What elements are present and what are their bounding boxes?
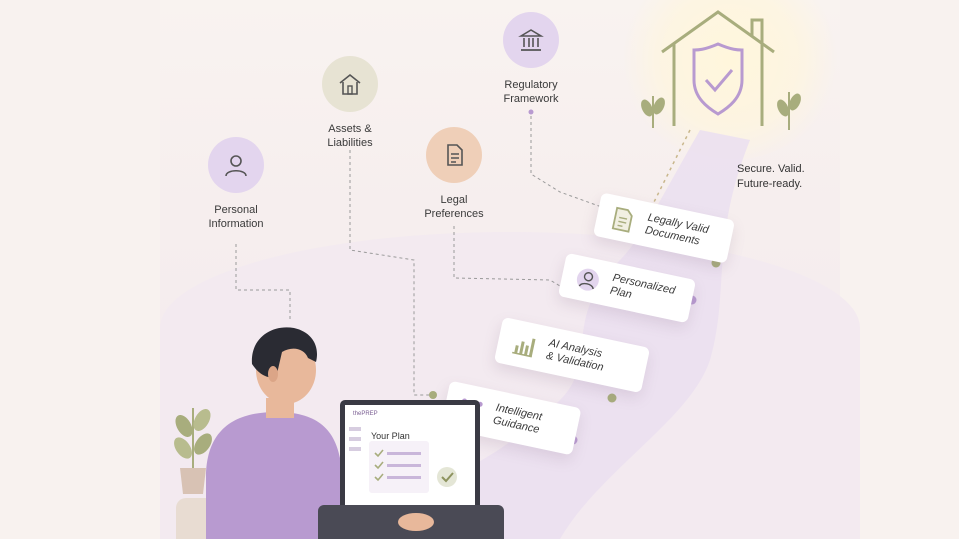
card-label: Personalized Plan: [608, 271, 677, 301]
node-assets-liabilities: Assets & Liabilities: [290, 56, 410, 150]
card-label: Intelligent Guidance: [491, 401, 544, 436]
house-shield-icon: [661, 10, 775, 126]
bank-icon: [503, 12, 559, 68]
node-regulatory-framework: Regulatory Framework: [471, 12, 591, 106]
house-glow: [620, 0, 840, 160]
potted-plant-icon: [174, 408, 212, 494]
path-dot: [607, 393, 617, 403]
dashed-line-assets: [349, 150, 433, 396]
person-icon: [571, 263, 604, 296]
plant-icon: [777, 92, 801, 130]
plan-list: [349, 427, 457, 493]
node-legal-preferences: Legal Preferences: [394, 127, 514, 221]
document-icon: [426, 127, 482, 183]
node-label: Assets & Liabilities: [327, 123, 373, 149]
node-label: Personal Information: [208, 204, 264, 230]
dashed-line-personal: [235, 244, 291, 322]
tagline: Secure. Valid. Future-ready.: [737, 163, 805, 190]
plan-title: Your Plan: [371, 431, 410, 441]
card-ai-analysis-validation: AI Analysis & Validation: [493, 316, 651, 394]
card-legally-valid-documents: Legally Valid Documents: [592, 192, 736, 264]
house-icon: [322, 56, 378, 112]
node-label: Regulatory Framework: [503, 79, 559, 105]
card-label: AI Analysis & Validation: [545, 337, 605, 374]
node-label: Legal Preferences: [424, 194, 484, 220]
hands: [398, 513, 434, 531]
dashed-line-legal: [453, 226, 571, 293]
dashed-line-regulatory: [530, 110, 611, 211]
person-icon: [208, 137, 264, 193]
bar-chart-icon: [507, 328, 540, 361]
card-label: Legally Valid Documents: [643, 211, 710, 248]
documents-icon: [606, 203, 639, 236]
connector-dot: [429, 391, 437, 399]
card-personalized-plan: Personalized Plan: [557, 252, 697, 324]
connector-dot: [528, 109, 534, 115]
node-personal-information: Personal Information: [176, 137, 296, 231]
plant-icon: [641, 96, 665, 128]
brand-logo: thePREP: [353, 411, 378, 417]
